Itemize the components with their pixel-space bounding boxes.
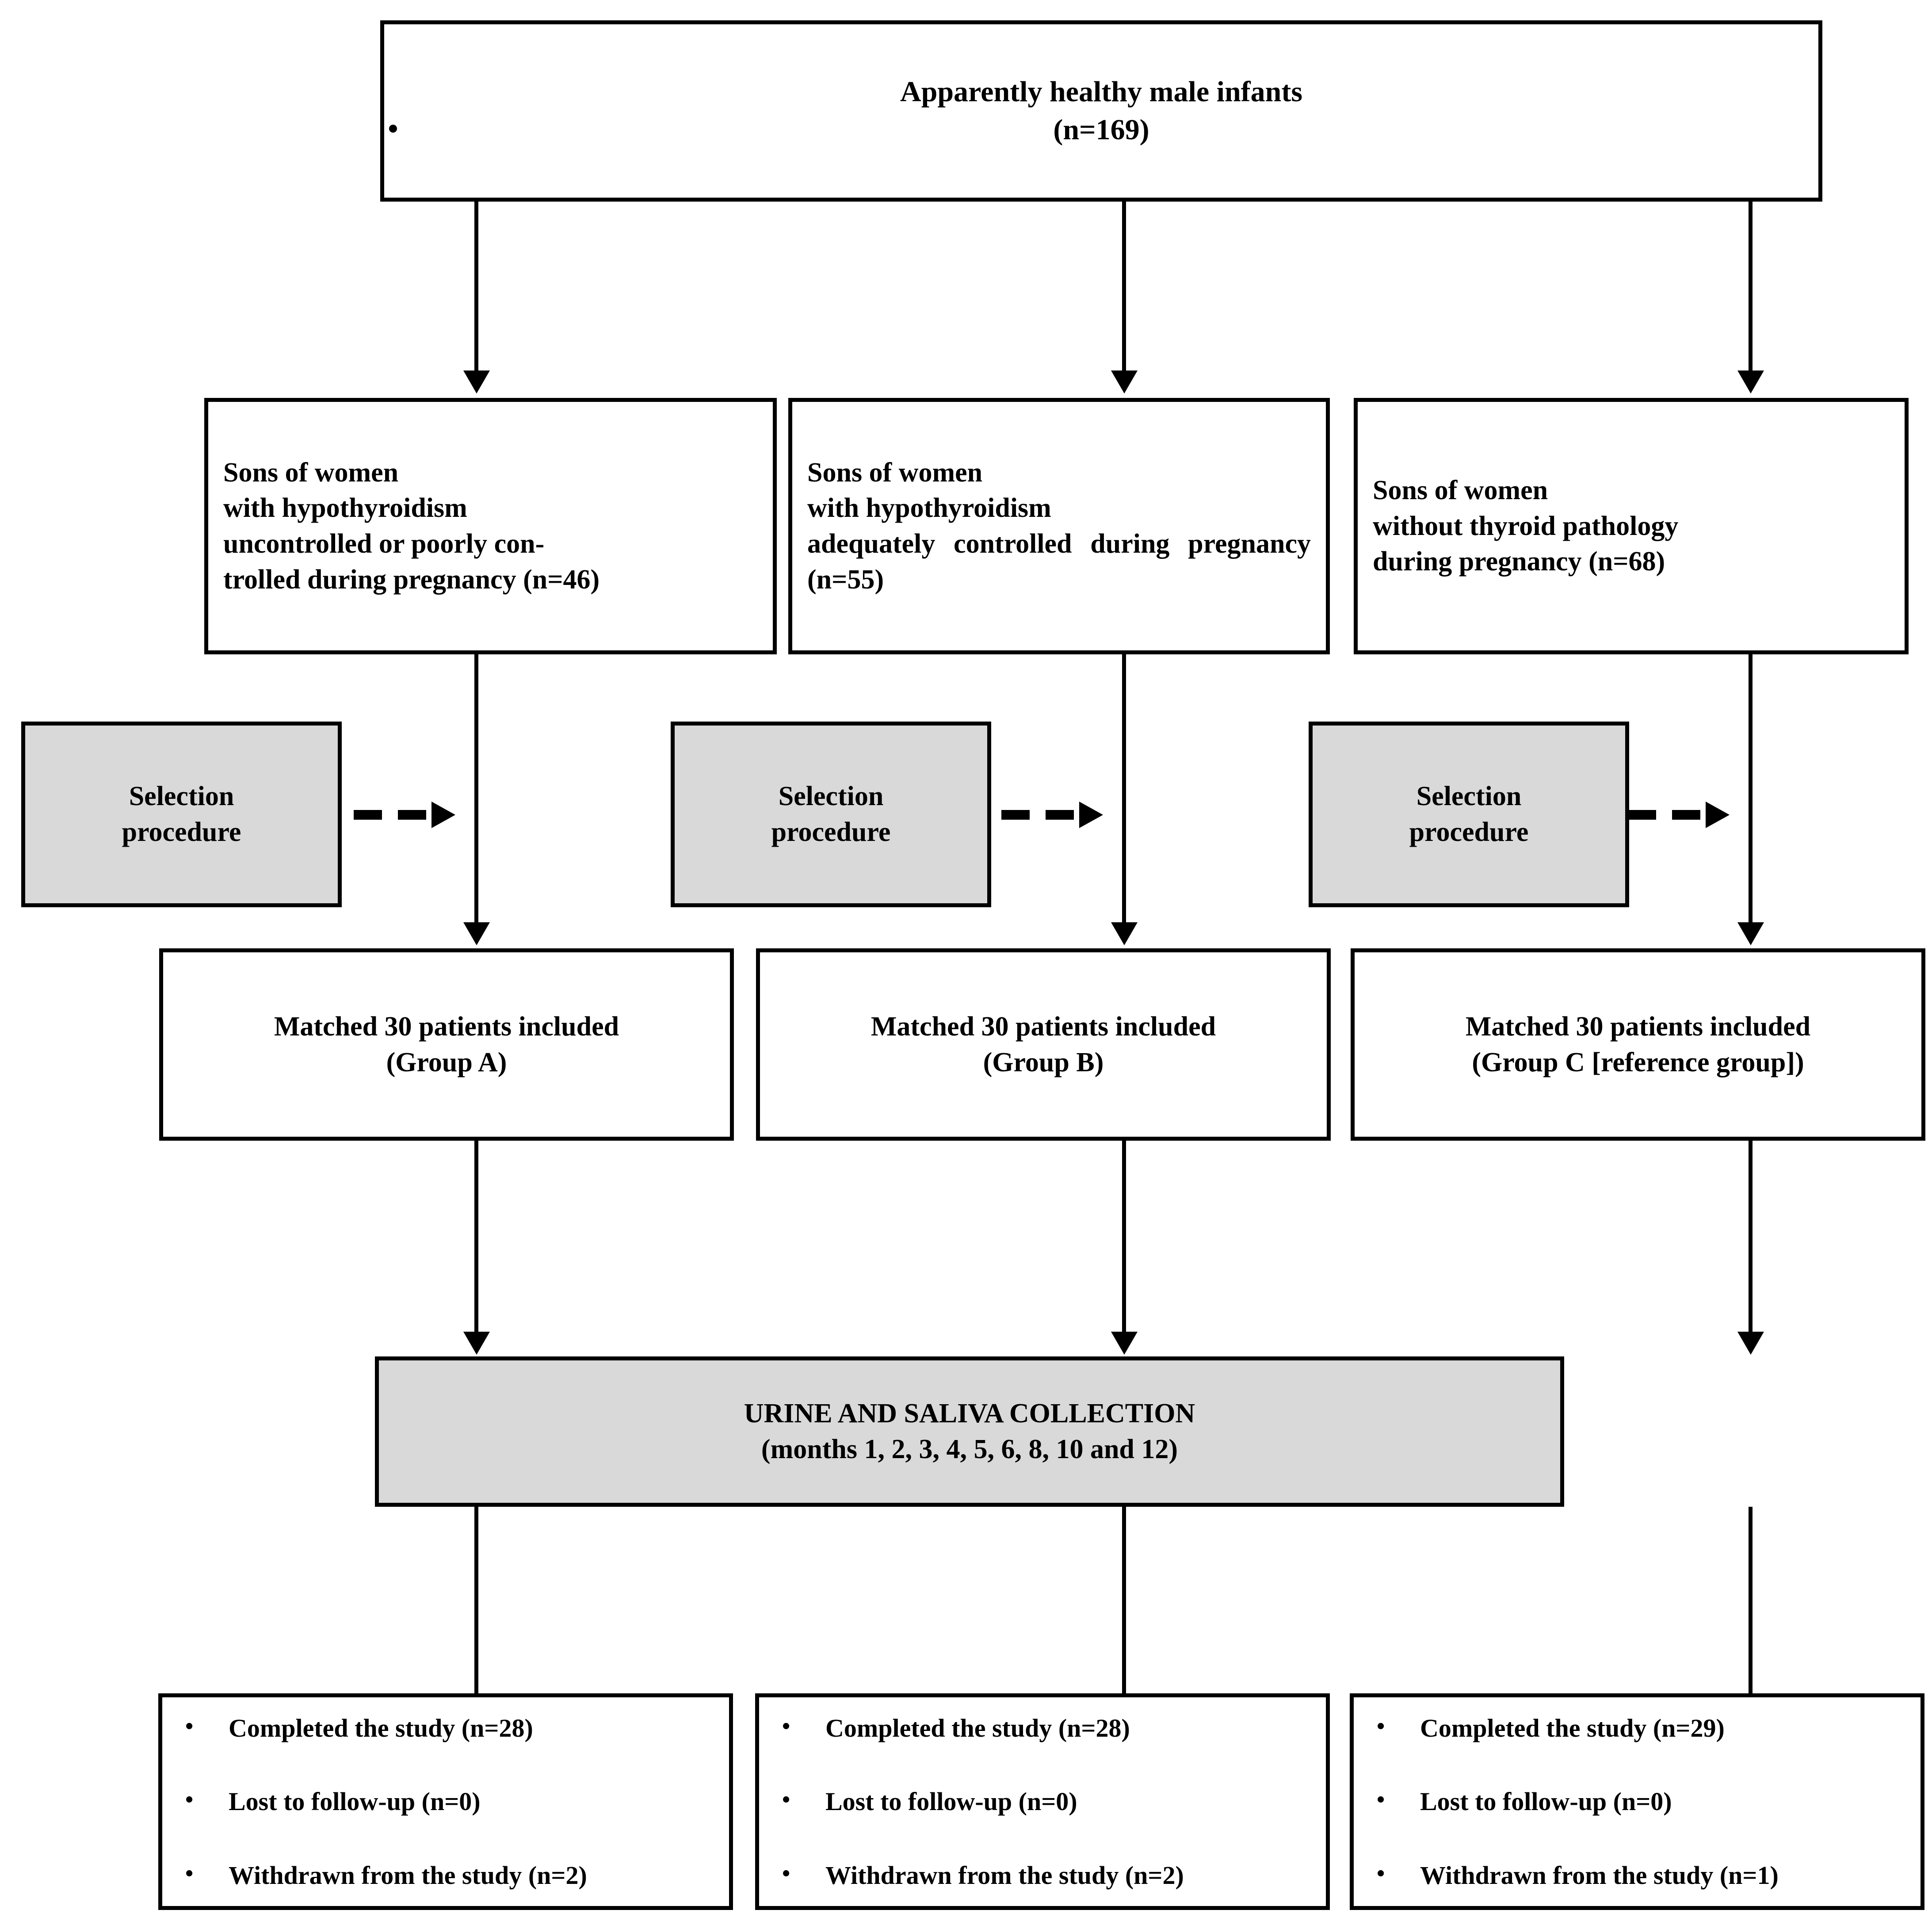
dashed-connector-selection-c	[1628, 802, 1752, 828]
dashed-arrowhead-selection-a	[431, 802, 455, 828]
dashed-connector-selection-a	[354, 802, 477, 828]
top-box-line2: (n=169)	[1053, 114, 1149, 146]
list-item: Completed the study (n=29)	[1354, 1711, 1921, 1745]
connector-source-c-to-matched-c	[1749, 654, 1753, 925]
connector-top-to-source-b	[1122, 202, 1126, 374]
outcome-a-list: Completed the study (n=28) Lost to follo…	[162, 1678, 729, 1925]
selection-c-line1: Selection	[1416, 781, 1522, 812]
arrowhead-source-b-to-matched-b	[1111, 922, 1138, 945]
connector-top-to-source-c	[1749, 202, 1753, 374]
outcome-c-list: Completed the study (n=29) Lost to follo…	[1354, 1678, 1921, 1925]
dash-segment	[1628, 810, 1656, 820]
box-matched-group-b: Matched 30 patients included (Group B)	[756, 948, 1331, 1141]
matched-b-line1: Matched 30 patients included	[871, 1011, 1216, 1042]
box-matched-group-c: Matched 30 patients included (Group C [r…	[1351, 948, 1925, 1141]
selection-c-line2: procedure	[1409, 817, 1529, 847]
box-matched-group-a: Matched 30 patients included (Group A)	[159, 948, 734, 1141]
banner-urine-and-saliva-collection: URINE AND SALIVA COLLECTION (months 1, 2…	[375, 1356, 1564, 1507]
connector-source-a-to-matched-a	[474, 654, 478, 925]
box-selection-procedure-a: Selection procedure	[21, 722, 342, 907]
source-b-text: Sons of women with hypothyroidism adequa…	[807, 457, 1311, 595]
dash-segment	[1672, 810, 1700, 820]
list-item: Completed the study (n=28)	[162, 1711, 729, 1745]
arrowhead-source-c-to-matched-c	[1737, 922, 1764, 945]
arrowhead-matched-c-to-collection	[1737, 1332, 1764, 1355]
arrowhead-matched-b-to-collection	[1111, 1332, 1138, 1355]
outcome-b-list: Completed the study (n=28) Lost to follo…	[759, 1678, 1326, 1925]
connector-matched-a-to-collection	[474, 1141, 478, 1335]
arrowhead-matched-a-to-collection	[463, 1332, 490, 1355]
matched-a-line2: (Group A)	[386, 1047, 507, 1077]
matched-c-line2: (Group C [reference group])	[1472, 1047, 1804, 1077]
list-item: Lost to follow-up (n=0)	[1354, 1785, 1921, 1818]
matched-a-line1: Matched 30 patients included	[274, 1011, 619, 1042]
box-outcome-group-a: Completed the study (n=28) Lost to follo…	[158, 1693, 733, 1910]
box-outcome-group-c: Completed the study (n=29) Lost to follo…	[1350, 1693, 1924, 1910]
arrowhead-top-to-source-a	[463, 371, 490, 393]
box-apparently-healthy-male-infants: Apparently healthy male infants (n=169)	[380, 20, 1822, 202]
list-item: Completed the study (n=28)	[759, 1711, 1326, 1745]
selection-b-line2: procedure	[771, 817, 891, 847]
stray-period-mark	[389, 125, 397, 133]
arrowhead-source-a-to-matched-a	[463, 922, 490, 945]
source-c-text: Sons of women without thyroid pathology …	[1373, 475, 1679, 577]
box-source-a: Sons of women with hypothyroidism uncont…	[204, 398, 777, 654]
collection-banner-line2: (months 1, 2, 3, 4, 5, 6, 8, 10 and 12)	[761, 1434, 1178, 1464]
connector-top-to-source-a	[474, 202, 478, 374]
connector-source-b-to-matched-b	[1122, 654, 1126, 925]
box-selection-procedure-b: Selection procedure	[671, 722, 991, 907]
box-outcome-group-b: Completed the study (n=28) Lost to follo…	[755, 1693, 1330, 1910]
connector-collection-to-outcome-a	[474, 1507, 478, 1703]
dashed-connector-selection-b	[1001, 802, 1125, 828]
connector-matched-b-to-collection	[1122, 1141, 1126, 1335]
matched-b-line2: (Group B)	[983, 1047, 1104, 1077]
connector-collection-to-outcome-c	[1749, 1507, 1753, 1703]
collection-banner-line1: URINE AND SALIVA COLLECTION	[744, 1398, 1195, 1429]
list-item: Withdrawn from the study (n=2)	[162, 1859, 729, 1892]
dash-segment	[354, 810, 382, 820]
dash-segment	[398, 810, 426, 820]
dashed-arrowhead-selection-b	[1079, 802, 1103, 828]
connector-matched-c-to-collection	[1749, 1141, 1753, 1335]
matched-c-line1: Matched 30 patients included	[1465, 1011, 1811, 1042]
dash-segment	[1001, 810, 1030, 820]
selection-b-line1: Selection	[778, 781, 884, 812]
box-source-b: Sons of women with hypothyroidism adequa…	[788, 398, 1330, 654]
dashed-arrowhead-selection-c	[1706, 802, 1730, 828]
list-item: Lost to follow-up (n=0)	[162, 1785, 729, 1818]
list-item: Withdrawn from the study (n=1)	[1354, 1859, 1921, 1892]
connector-collection-to-outcome-b	[1122, 1507, 1126, 1703]
selection-a-line1: Selection	[129, 781, 234, 812]
list-item: Lost to follow-up (n=0)	[759, 1785, 1326, 1818]
source-a-text: Sons of women with hypothyroidism uncont…	[223, 457, 600, 595]
arrowhead-top-to-source-b	[1111, 371, 1138, 393]
dash-segment	[1046, 810, 1074, 820]
box-selection-procedure-c: Selection procedure	[1309, 722, 1629, 907]
top-box-line1: Apparently healthy male infants	[900, 76, 1302, 108]
box-source-c: Sons of women without thyroid pathology …	[1354, 398, 1909, 654]
selection-a-line2: procedure	[122, 817, 241, 847]
arrowhead-top-to-source-c	[1737, 371, 1764, 393]
list-item: Withdrawn from the study (n=2)	[759, 1859, 1326, 1892]
